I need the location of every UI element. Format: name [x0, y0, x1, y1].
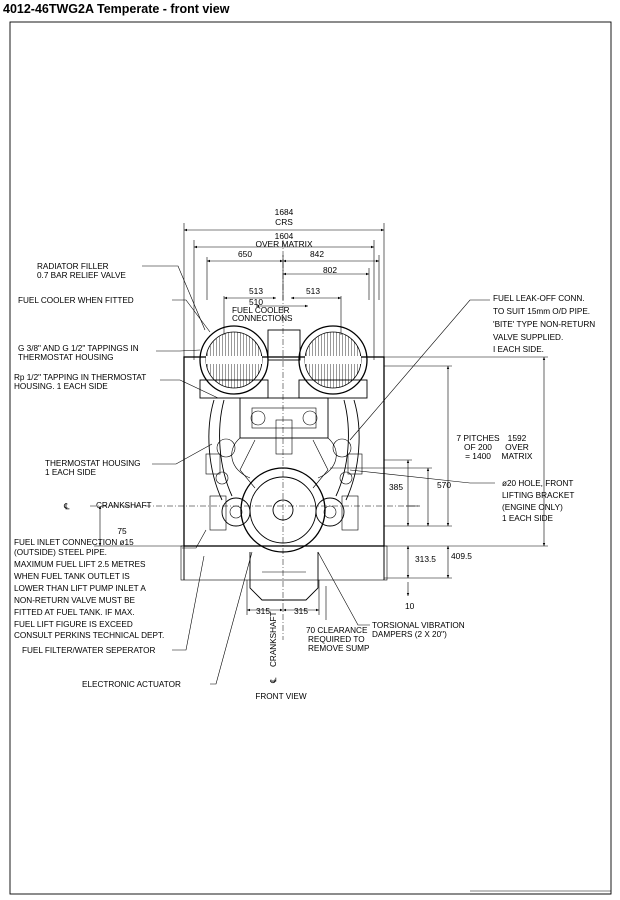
- label-fuel-cooler-conn-2: CONNECTIONS: [232, 314, 293, 323]
- dim-over-matrix-label: OVER MATRIX: [255, 239, 312, 249]
- label-g-tappings-1: G 3/8" AND G 1/2" TAPPINGS IN: [18, 344, 139, 353]
- dim-510: 510: [249, 297, 263, 307]
- label-fuel-filter: FUEL FILTER/WATER SEPERATOR: [22, 646, 156, 655]
- fuel-inlet-line-1: FUEL INLET CONNECTION ø15: [14, 538, 134, 547]
- clearance-line-2: REQUIRED TO: [308, 635, 365, 644]
- dim-10: 10: [405, 601, 415, 611]
- dim-513-left: 513: [249, 286, 263, 296]
- dim-385: 385: [389, 482, 403, 492]
- label-fuel-cooler-conn-1: FUEL COOLER: [232, 306, 290, 315]
- dim-650: 650: [238, 249, 252, 259]
- dim-1592-matrix: MATRIX: [501, 451, 532, 461]
- bottom-dimension-315: [246, 580, 320, 615]
- left-dimension-75: [94, 506, 184, 547]
- label-thermostat-2: 1 EACH SIDE: [45, 468, 96, 477]
- clearance-line-1: 70 CLEARANCE: [306, 626, 368, 635]
- label-front-view: FRONT VIEW: [255, 692, 307, 701]
- turbocharger-right: [298, 325, 368, 399]
- fuel-leakoff-line-4: VALVE SUPPLIED.: [493, 333, 563, 342]
- fuel-inlet-line-9: CONSULT PERKINS TECHNICAL DEPT.: [14, 631, 164, 640]
- page-title: 4012-46TWG2A Temperate - front view: [3, 2, 230, 16]
- torsional-line-2: DAMPERS (2 X 20"): [372, 630, 447, 639]
- hole-20-line-3: (ENGINE ONLY): [502, 503, 563, 512]
- label-crankshaft-vertical: CRANKSHAFT: [269, 612, 278, 668]
- hole-20-line-1: ø20 HOLE, FRONT: [502, 479, 573, 488]
- label-g-tappings-2: THERMOSTAT HOUSING: [18, 353, 114, 362]
- dim-1684: 1684: [275, 207, 294, 217]
- label-fuel-cooler-fitted: FUEL COOLER WHEN FITTED: [18, 296, 134, 305]
- fuel-inlet-line-6: NON-RETURN VALVE MUST BE: [14, 596, 136, 605]
- label-rp-tapping-2: HOUSING. 1 EACH SIDE: [14, 382, 108, 391]
- dim-75: 75: [117, 526, 127, 536]
- fuel-leakoff-line-5: I EACH SIDE.: [493, 345, 544, 354]
- hole-20-line-2: LIFTING BRACKET: [502, 491, 574, 500]
- label-radiator-filler-2: 0.7 BAR RELIEF VALVE: [37, 271, 126, 280]
- leader-lines: [142, 265, 495, 685]
- fuel-inlet-line-2: (OUTSIDE) STEEL PIPE.: [14, 548, 107, 557]
- fuel-inlet-line-8: FUEL LIFT FIGURE IS EXCEED: [14, 620, 133, 629]
- dim-crs-label: CRS: [275, 217, 293, 227]
- label-rp-tapping-1: Rp 1/2" TAPPING IN THERMOSTAT: [14, 373, 146, 382]
- torsional-line-1: TORSIONAL VIBRATION: [372, 621, 465, 630]
- fuel-inlet-line-4: WHEN FUEL TANK OUTLET IS: [14, 572, 130, 581]
- dim-315-left: 315: [256, 606, 270, 616]
- callout-texts: RADIATOR FILLER 0.7 BAR RELIEF VALVE FUE…: [14, 262, 595, 701]
- dim-pitches-3: = 1400: [465, 451, 491, 461]
- v-bank-pipes: [205, 399, 363, 501]
- label-thermostat-1: THERMOSTAT HOUSING: [45, 459, 141, 468]
- clearance-line-3: REMOVE SUMP: [308, 644, 370, 653]
- fuel-inlet-line-5: LOWER THAN LIFT PUMP INLET A: [14, 584, 146, 593]
- dimension-texts: 1684 CRS 1604 OVER MATRIX 650 842 802 51…: [117, 207, 533, 616]
- cl-symbol-crankshaft: ℄: [63, 501, 70, 511]
- fuel-inlet-line-7: FITTED AT FUEL TANK. IF MAX.: [14, 608, 135, 617]
- crankshaft-damper: [209, 467, 359, 553]
- dim-pitches-1: 7 PITCHES: [456, 433, 500, 443]
- dim-1604: 1604: [275, 231, 294, 241]
- label-crankshaft: CRANKSHAFT: [96, 501, 152, 510]
- thermostat-manifold: [239, 329, 329, 455]
- drawing-border: [9, 21, 612, 895]
- turbocharger-left: [199, 325, 269, 399]
- dim-802: 802: [323, 265, 337, 275]
- dim-842: 842: [310, 249, 324, 259]
- label-electronic-actuator: ELECTRONIC ACTUATOR: [82, 680, 181, 689]
- hole-20-line-4: 1 EACH SIDE: [502, 514, 553, 523]
- dim-pitches-2: OF 200: [464, 442, 492, 452]
- dim-1592: 1592: [508, 433, 527, 443]
- dim-513-right: 513: [306, 286, 320, 296]
- right-dimension-lines: [330, 356, 548, 596]
- dim-1592-over: OVER: [505, 442, 529, 452]
- cl-symbol-vertical: ℄: [268, 677, 278, 684]
- fuel-leakoff-line-3: 'BITE' TYPE NON-RETURN: [493, 320, 595, 329]
- fuel-inlet-line-3: MAXIMUM FUEL LIFT 2.5 METRES: [14, 560, 146, 569]
- label-radiator-filler-1: RADIATOR FILLER: [37, 262, 109, 271]
- dim-313-5: 313.5: [415, 554, 436, 564]
- dim-315-right: 315: [294, 606, 308, 616]
- dim-409-5: 409.5: [451, 551, 472, 561]
- dim-570: 570: [437, 480, 451, 490]
- sump: [249, 552, 319, 601]
- fuel-leakoff-line-2: TO SUIT 15mm O/D PIPE.: [493, 307, 590, 316]
- radiator-frame: [180, 356, 388, 581]
- fuel-leakoff-line-1: FUEL LEAK-OFF CONN.: [493, 294, 585, 303]
